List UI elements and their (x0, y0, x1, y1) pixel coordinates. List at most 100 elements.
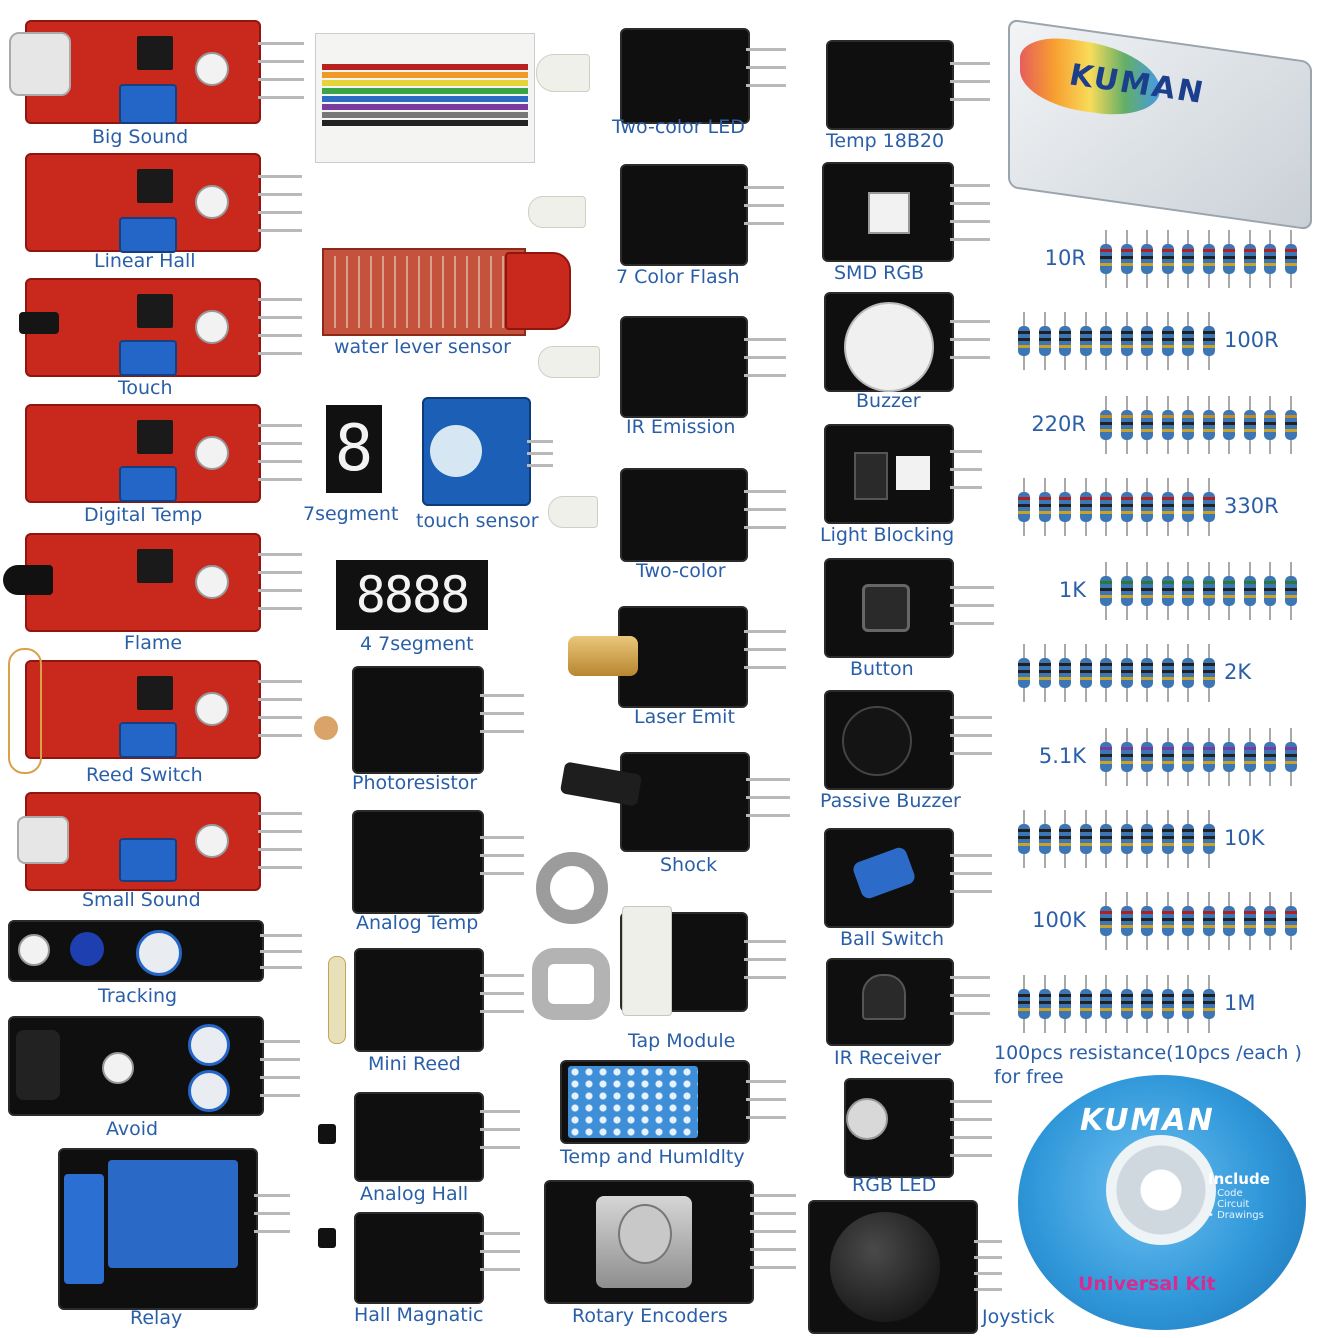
potentiometer-icon (136, 930, 182, 976)
label-linear-hall: Linear Hall (94, 250, 196, 272)
potentiometer-icon (119, 466, 177, 502)
module-touch (19, 278, 261, 377)
ir-pair-icon (16, 1030, 60, 1100)
label-two-color: Two-color (636, 560, 726, 582)
module-laser-emit (618, 606, 748, 708)
module-photoresistor (352, 666, 484, 774)
module-ir-emission (620, 316, 748, 418)
resistor-value-label: 5.1K (1038, 744, 1086, 768)
label-rotary-encoders: Rotary Encoders (572, 1305, 728, 1327)
mount-hole (18, 934, 50, 966)
module-relay (58, 1148, 258, 1310)
buzzer-icon (844, 302, 934, 392)
resistor-value-label: 2K (1224, 660, 1252, 684)
label-shock: Shock (660, 854, 718, 876)
sensor-icon (70, 932, 104, 966)
resistor-value-label: 330R (1224, 494, 1279, 518)
resistor-value-label: 100R (1224, 328, 1279, 352)
four-digit-display: 8888 (336, 560, 488, 630)
potentiometer-icon (188, 1070, 230, 1112)
label-joystick: Joystick (982, 1306, 1055, 1328)
label-relay: Relay (130, 1307, 183, 1329)
chip-icon (137, 420, 173, 454)
kit-storage-box: KUMAN (1008, 18, 1312, 231)
potentiometer-icon (119, 722, 177, 758)
water-lever-sensor-board (322, 248, 526, 336)
joystick-knob-icon (830, 1212, 940, 1322)
module-mini-reed (354, 948, 484, 1052)
ball-switch-icon (851, 845, 917, 901)
cd-brand-logo: KUMAN (1080, 1103, 1215, 1138)
label-small-sound: Small Sound (82, 889, 201, 911)
microphone-icon (9, 32, 71, 96)
module-ir-receiver (826, 958, 954, 1046)
hall-sensor-icon (318, 1124, 336, 1144)
encoder-shaft-icon (618, 1204, 672, 1264)
laser-head-icon (568, 636, 638, 676)
label-smd-rgb: SMD RGB (834, 262, 925, 284)
label-touch-sensor: touch sensor (416, 510, 539, 532)
connector-icon (896, 456, 930, 490)
label-reed-switch: Reed Switch (86, 764, 203, 786)
touch-pad-icon (430, 425, 482, 477)
module-avoid (8, 1016, 264, 1116)
relay-icon (108, 1160, 238, 1268)
label-big-sound: Big Sound (92, 126, 189, 148)
cd-kit-title: Universal Kit (1078, 1273, 1216, 1295)
module-light-blocking (824, 424, 954, 524)
led-icon (536, 54, 590, 92)
hall-sensor-icon (318, 1228, 336, 1248)
module-7-color-flash (620, 164, 748, 266)
rgb-led-icon (846, 1098, 888, 1140)
mount-hole (195, 565, 229, 599)
tap-sensor-icon (622, 906, 672, 1016)
label-4-7segment: 4 7segment (360, 633, 474, 655)
mount-hole (195, 436, 229, 470)
mount-hole (102, 1052, 134, 1084)
cd-include-list: Include • Code • Circuit • Drawings (1208, 1170, 1270, 1221)
label-two-color-led: Two-color LED (612, 116, 745, 138)
module-linear-hall (25, 153, 261, 253)
module-tracking (8, 920, 264, 982)
terminal-block-icon (64, 1174, 104, 1284)
resistor-value-label: 10R (1044, 246, 1086, 270)
label-flame: Flame (124, 632, 183, 654)
label-analog-hall: Analog Hall (360, 1183, 469, 1205)
chip-icon (137, 169, 173, 203)
led-icon (548, 496, 598, 528)
touch-probe-icon (19, 312, 59, 334)
label-touch: Touch (118, 377, 173, 399)
label-laser-emit: Laser Emit (634, 706, 735, 728)
cd-include-item: • Drawings (1208, 1210, 1264, 1221)
label-tap-module: Tap Module (628, 1030, 736, 1052)
module-hall-magnatic (354, 1212, 484, 1304)
photo-interrupter-icon (854, 452, 888, 500)
mount-hole (195, 185, 229, 219)
label-button: Button (850, 658, 914, 680)
hex-nut-icon (532, 948, 610, 1020)
module-analog-temp (352, 810, 484, 914)
label-digital-temp: Digital Temp (84, 504, 203, 526)
label-water-lever-sensor: water lever sensor (334, 336, 511, 358)
label-temp-and-humidity: Temp and Humldlty (560, 1146, 745, 1168)
cd-include-item: • Circuit (1208, 1199, 1250, 1210)
resistor-value-label: 220R (1031, 412, 1086, 436)
label-7-color-flash: 7 Color Flash (616, 266, 740, 288)
mount-hole (195, 52, 229, 86)
module-big-sound (9, 20, 261, 124)
module-temp-and-humidity (560, 1060, 750, 1144)
module-temp-18b20 (826, 40, 954, 130)
label-light-blocking: Light Blocking (820, 524, 955, 546)
module-reed-switch (25, 660, 261, 759)
module-smd-rgb (822, 162, 954, 262)
chip-icon (137, 549, 173, 583)
resistor-value-label: 1M (1224, 991, 1256, 1015)
label-ir-receiver: IR Receiver (834, 1047, 942, 1069)
label-7segment: 7segment (303, 503, 399, 525)
label-passive-buzzer: Passive Buzzer (820, 790, 961, 812)
resistor-value-label: 100K (1032, 908, 1086, 932)
label-ball-switch: Ball Switch (840, 928, 945, 950)
potentiometer-icon (188, 1024, 230, 1066)
module-flame (3, 533, 261, 632)
module-passive-buzzer (824, 690, 954, 790)
